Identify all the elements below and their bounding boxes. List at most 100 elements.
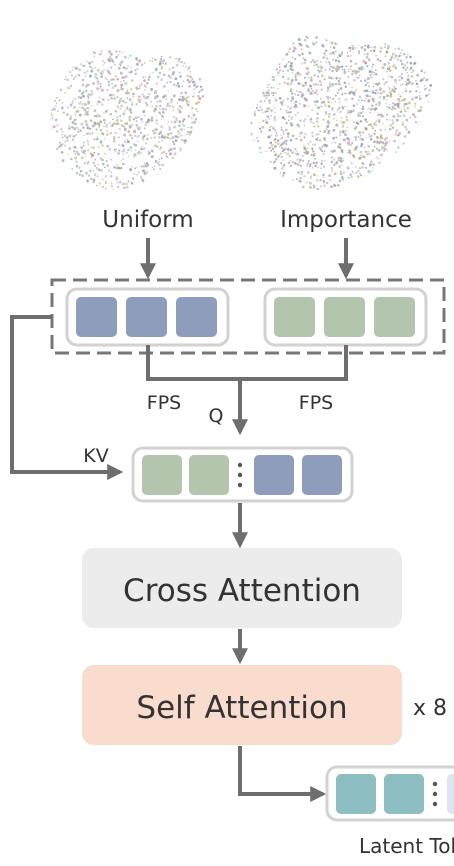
point-cloud-dot bbox=[148, 75, 151, 79]
point-cloud-dot bbox=[142, 148, 144, 150]
point-cloud-dot bbox=[340, 51, 343, 54]
point-cloud-dot bbox=[351, 91, 355, 95]
point-cloud-dot bbox=[137, 153, 140, 156]
point-cloud-dot bbox=[336, 91, 339, 94]
point-cloud-dot bbox=[332, 113, 336, 116]
point-cloud-dot bbox=[100, 50, 103, 53]
point-cloud-dot bbox=[268, 99, 271, 102]
point-cloud-dot bbox=[307, 142, 310, 146]
point-cloud-dot bbox=[402, 91, 405, 94]
fps-left-label: FPS bbox=[147, 392, 181, 414]
point-cloud-dot bbox=[398, 54, 401, 57]
point-cloud-dot bbox=[375, 124, 378, 127]
point-cloud-dot bbox=[158, 99, 162, 103]
point-cloud-dot bbox=[409, 144, 413, 147]
point-cloud-dot bbox=[112, 78, 115, 81]
point-cloud-dot bbox=[318, 138, 322, 142]
point-cloud-dot bbox=[94, 67, 97, 69]
point-cloud-dot bbox=[402, 66, 405, 69]
point-cloud-dot bbox=[431, 114, 435, 118]
point-cloud-dot bbox=[119, 81, 122, 83]
point-cloud-dot bbox=[107, 83, 111, 87]
point-cloud-dot bbox=[341, 93, 344, 96]
point-cloud-dot bbox=[197, 146, 200, 149]
point-cloud-dot bbox=[91, 153, 95, 157]
point-cloud-dot bbox=[201, 143, 204, 147]
point-cloud-dot bbox=[344, 40, 346, 42]
point-cloud-dot bbox=[120, 167, 122, 170]
point-cloud-dot bbox=[415, 151, 418, 154]
point-cloud-dot bbox=[380, 153, 383, 157]
point-cloud-dot bbox=[133, 134, 137, 137]
point-cloud-dot bbox=[367, 90, 369, 93]
point-cloud-dot bbox=[273, 54, 275, 57]
point-cloud-dot bbox=[316, 125, 319, 127]
point-cloud-dot bbox=[344, 98, 347, 101]
point-cloud-dot bbox=[127, 92, 131, 95]
point-cloud-dot bbox=[143, 162, 146, 164]
point-cloud-dot bbox=[81, 102, 84, 105]
point-cloud-dot bbox=[120, 124, 123, 126]
point-cloud-dot bbox=[325, 145, 328, 148]
point-cloud-dot bbox=[187, 68, 189, 71]
point-cloud-dot bbox=[99, 82, 102, 85]
point-cloud-dot bbox=[289, 164, 292, 167]
point-cloud-dot bbox=[68, 127, 71, 130]
point-cloud-dot bbox=[93, 115, 96, 118]
point-cloud-dot bbox=[126, 89, 129, 92]
point-cloud-dot bbox=[105, 78, 108, 81]
point-cloud-dot bbox=[189, 161, 193, 165]
point-cloud-dot bbox=[174, 139, 178, 142]
point-cloud-dot bbox=[150, 116, 154, 119]
point-cloud-dot bbox=[369, 73, 372, 77]
point-cloud-dot bbox=[285, 52, 289, 56]
point-cloud-dot bbox=[290, 79, 294, 82]
point-cloud-dot bbox=[268, 128, 272, 132]
point-cloud-dot bbox=[303, 76, 306, 79]
point-cloud-dot bbox=[422, 125, 425, 129]
point-cloud-dot bbox=[413, 115, 417, 119]
point-cloud-dot bbox=[307, 87, 310, 90]
point-cloud-dot bbox=[127, 64, 129, 67]
point-cloud-dot bbox=[365, 94, 369, 97]
point-cloud-dot bbox=[329, 85, 332, 88]
point-cloud-dot bbox=[419, 128, 423, 132]
point-cloud-dot bbox=[347, 167, 350, 170]
point-cloud-dot bbox=[379, 50, 382, 53]
point-cloud-dot bbox=[368, 152, 371, 155]
point-cloud-dot bbox=[272, 57, 274, 60]
point-cloud-dot bbox=[92, 146, 95, 149]
point-cloud-dot bbox=[348, 149, 351, 153]
point-cloud-dot bbox=[256, 104, 259, 106]
point-cloud-dot bbox=[171, 156, 175, 160]
point-cloud-dot bbox=[361, 166, 364, 169]
point-cloud-dot bbox=[307, 105, 309, 107]
point-cloud-dot bbox=[178, 157, 181, 160]
point-cloud-dot bbox=[355, 146, 358, 149]
query-label: Q bbox=[209, 405, 224, 427]
point-cloud-dot bbox=[332, 52, 335, 55]
point-cloud-dot bbox=[338, 77, 342, 80]
point-cloud-dot bbox=[358, 172, 361, 175]
point-cloud-dot bbox=[115, 131, 118, 134]
point-cloud-dot bbox=[324, 139, 327, 142]
point-cloud-dot bbox=[170, 138, 172, 140]
point-cloud-dot bbox=[391, 126, 395, 129]
point-cloud-dot bbox=[182, 124, 186, 127]
point-cloud-dot bbox=[142, 50, 146, 53]
point-cloud-dot bbox=[51, 117, 54, 120]
point-cloud-dot bbox=[341, 68, 344, 71]
point-cloud-dot bbox=[187, 130, 190, 134]
point-cloud-dot bbox=[86, 179, 89, 183]
point-cloud-dot bbox=[112, 137, 116, 141]
point-cloud-dot bbox=[359, 174, 362, 177]
point-cloud-dot bbox=[372, 167, 374, 169]
point-cloud-dot bbox=[176, 63, 179, 66]
point-cloud-dot bbox=[393, 80, 396, 82]
point-cloud-dot bbox=[323, 36, 326, 39]
point-cloud-dot bbox=[139, 48, 142, 51]
point-cloud-dot bbox=[282, 171, 286, 175]
point-cloud-dot bbox=[349, 68, 352, 71]
point-cloud-dot bbox=[193, 92, 195, 94]
point-cloud-dot bbox=[104, 180, 107, 183]
